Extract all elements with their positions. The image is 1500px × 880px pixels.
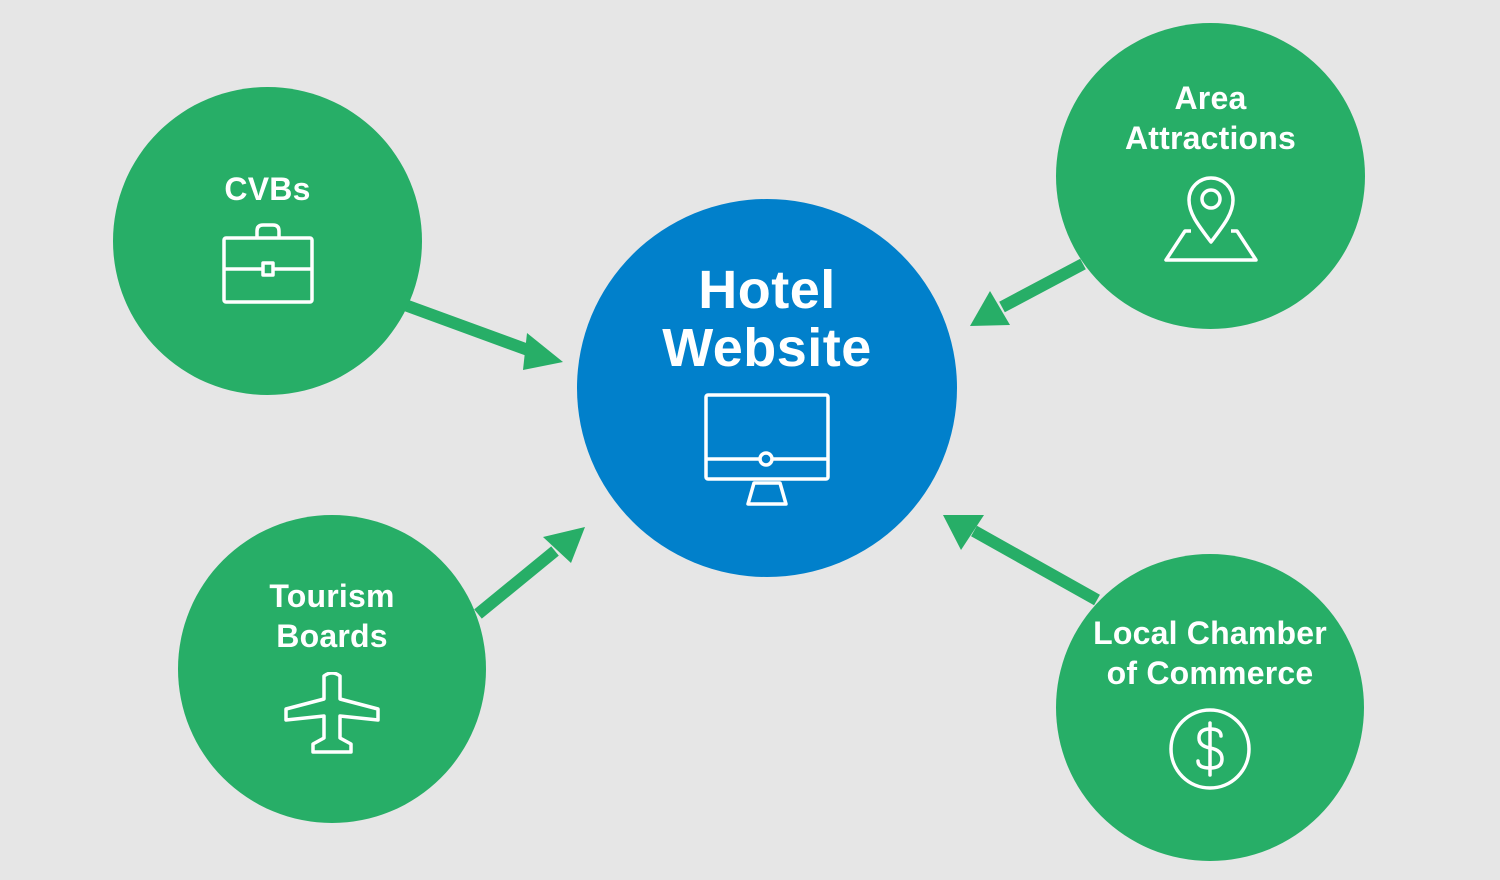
arrow-chamber-to-hotel xyxy=(943,515,1100,606)
node-local-chamber-label-line: of Commerce xyxy=(1106,654,1314,691)
node-tourism-boards-label-line: Tourism xyxy=(269,578,395,614)
briefcase-icon xyxy=(221,223,315,307)
node-local-chamber: Local Chamber of Commerce xyxy=(1056,554,1364,861)
node-cvbs: CVBs xyxy=(113,87,422,395)
node-area-attractions-label-line: Area xyxy=(1174,80,1247,116)
node-hotel-website-title-line: Hotel xyxy=(698,260,836,320)
node-tourism-boards-label-line: Boards xyxy=(276,618,388,654)
node-area-attractions-label: Area Attractions xyxy=(1125,78,1296,158)
node-area-attractions: Area Attractions xyxy=(1056,23,1365,329)
node-hotel-website-title: Hotel Website xyxy=(662,261,872,377)
node-local-chamber-label: Local Chamber of Commerce xyxy=(1093,613,1327,693)
arrow-tourism-to-hotel xyxy=(474,527,585,619)
node-area-attractions-label-line: Attractions xyxy=(1124,120,1297,156)
map-pin-icon xyxy=(1163,174,1259,264)
dollar-icon xyxy=(1168,707,1252,791)
node-local-chamber-label-line: Local Chamber xyxy=(1093,614,1327,651)
node-cvbs-label-line: CVBs xyxy=(224,171,311,207)
node-tourism-boards-label: Tourism Boards xyxy=(269,576,394,656)
node-tourism-boards: Tourism Boards xyxy=(178,515,486,823)
node-cvbs-label: CVBs xyxy=(224,169,310,209)
airplane-icon xyxy=(283,672,381,756)
node-hotel-website: Hotel Website xyxy=(577,199,957,577)
arrow-cvbs-to-hotel xyxy=(402,299,563,370)
monitor-icon xyxy=(704,393,830,507)
node-hotel-website-title-line: Website xyxy=(662,318,872,378)
arrow-attractions-to-hotel xyxy=(970,258,1086,326)
